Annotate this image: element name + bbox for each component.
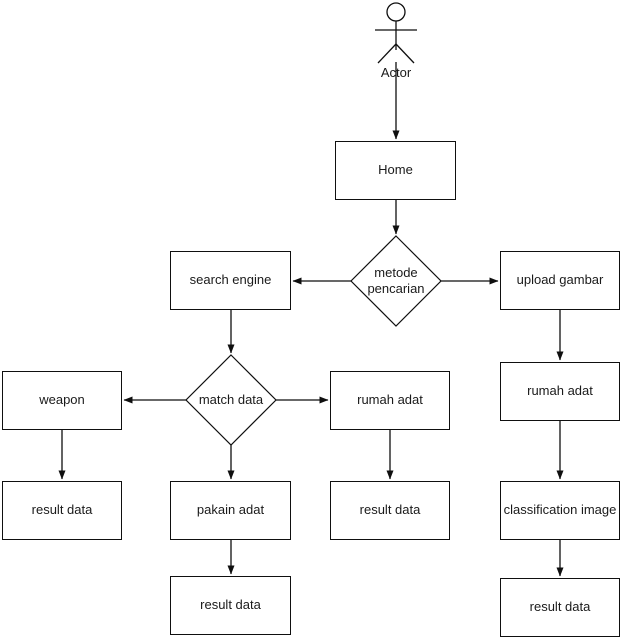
node-classification-image[interactable]: classification image <box>500 481 620 540</box>
node-metode-pencarian-shape <box>350 235 442 327</box>
node-pakain-adat[interactable]: pakain adat <box>170 481 291 540</box>
node-rumah-adat-right[interactable]: rumah adat <box>500 362 620 421</box>
node-match-data-shape <box>185 354 277 446</box>
actor-label: Actor <box>380 65 412 80</box>
node-result-data-pakain[interactable]: result data <box>170 576 291 635</box>
node-result-data-rumah[interactable]: result data <box>330 481 450 540</box>
node-result-data-class[interactable]: result data <box>500 578 620 637</box>
node-search-engine[interactable]: search engine <box>170 251 291 310</box>
node-upload-gambar[interactable]: upload gambar <box>500 251 620 310</box>
node-home[interactable]: Home <box>335 141 456 200</box>
node-weapon[interactable]: weapon <box>2 371 122 430</box>
node-result-data-weapon[interactable]: result data <box>2 481 122 540</box>
node-rumah-adat-mid[interactable]: rumah adat <box>330 371 450 430</box>
actor-stick-figure-icon <box>375 2 417 64</box>
